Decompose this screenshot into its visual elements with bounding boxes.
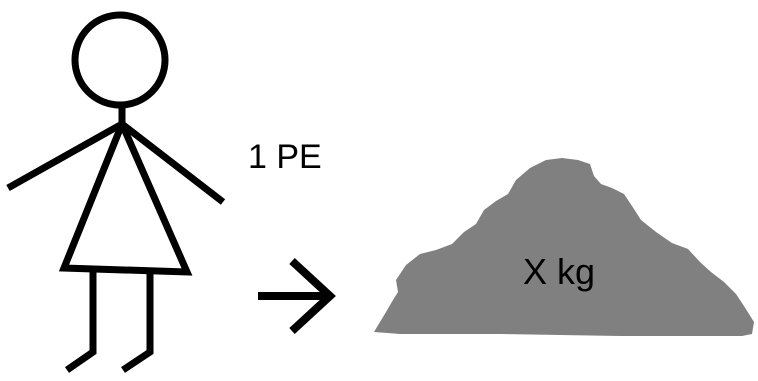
waste-mass-label: X kg	[523, 251, 596, 292]
person-dress	[58, 114, 193, 276]
arrow-head	[289, 258, 336, 334]
person-right-leg	[121, 272, 154, 373]
person-head	[71, 11, 169, 109]
waste-pile-icon	[374, 158, 754, 336]
person-left-arm	[6, 120, 124, 192]
person-left-leg	[65, 270, 97, 373]
person-right-arm	[119, 121, 226, 205]
right-arrow-icon	[258, 258, 336, 334]
person-equivalent-label: 1 PE	[248, 138, 322, 176]
person-icon	[6, 11, 226, 373]
